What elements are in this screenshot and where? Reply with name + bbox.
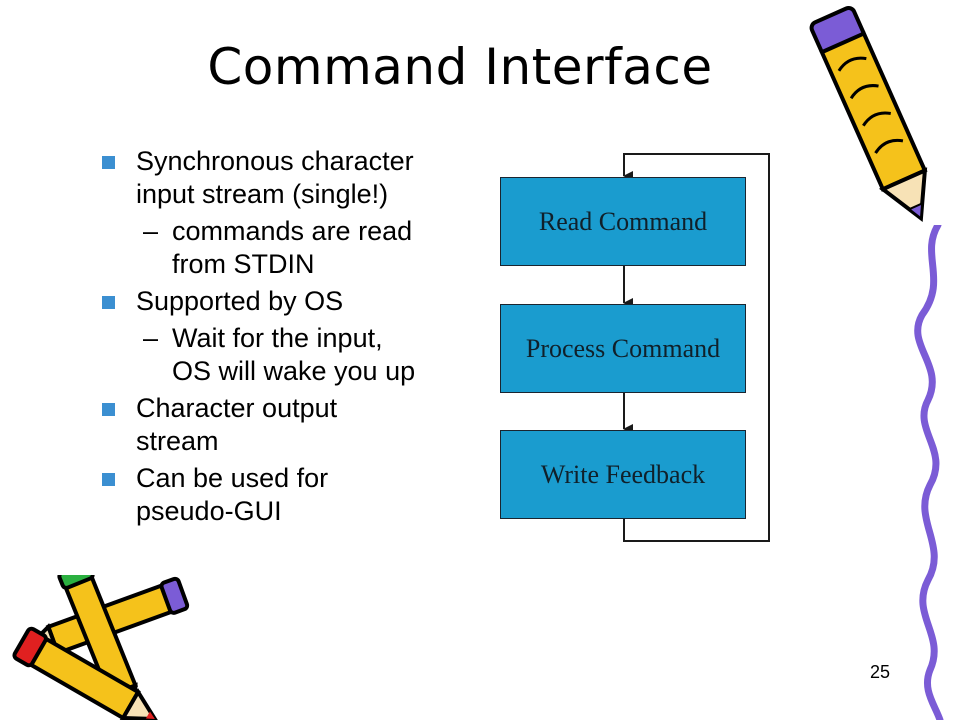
- bullet-line: Synchronous character: [136, 146, 414, 176]
- bullet-item: Supported by OS: [100, 285, 450, 318]
- slide-title: Command Interface: [207, 38, 713, 96]
- sub-bullet-item: – commands are read from STDIN: [100, 215, 450, 281]
- diagram-connectors: [623, 153, 770, 542]
- box-label: Write Feedback: [540, 459, 706, 489]
- loop-back-arrow: [623, 153, 770, 542]
- bullet-line: pseudo-GUI: [136, 496, 282, 526]
- bullet-line: stream: [136, 426, 219, 456]
- command-loop-diagram: Read Command Process Command Write Feedb…: [490, 140, 790, 560]
- write-feedback-box: Write Feedback: [500, 430, 746, 519]
- bullet-square-icon: [102, 403, 115, 416]
- crossed-pencils-clipart-icon: [12, 575, 190, 720]
- bullet-line: input stream (single!): [136, 179, 389, 209]
- bullet-item: Can be used for pseudo-GUI: [100, 462, 450, 528]
- bullet-line: Supported by OS: [136, 286, 344, 316]
- bullet-line: Can be used for: [136, 463, 329, 493]
- bullet-square-icon: [102, 473, 115, 486]
- pencil-clipart-icon: [809, 5, 928, 223]
- bullet-line: OS will wake you up: [172, 356, 416, 386]
- bullet-line: Wait for the input,: [172, 323, 383, 353]
- bullet-line: commands are read: [172, 216, 413, 246]
- wavy-line-decoration: [914, 225, 944, 720]
- bullet-square-icon: [102, 296, 115, 309]
- bullet-line: Character output: [136, 393, 338, 423]
- process-command-box: Process Command: [500, 304, 746, 393]
- box-label: Process Command: [525, 333, 721, 363]
- page-number: 25: [869, 662, 891, 682]
- bullet-line: from STDIN: [172, 249, 315, 279]
- sub-bullet-item: – Wait for the input, OS will wake you u…: [100, 322, 450, 388]
- bullet-item: Synchronous character input stream (sing…: [100, 145, 450, 211]
- dash-marker: –: [143, 323, 159, 353]
- bullet-square-icon: [102, 156, 115, 169]
- dash-marker: –: [143, 216, 159, 246]
- bullet-list: Synchronous character input stream (sing…: [100, 145, 450, 532]
- bullet-item: Character output stream: [100, 392, 450, 458]
- read-command-box: Read Command: [500, 177, 746, 266]
- box-label: Read Command: [538, 206, 708, 236]
